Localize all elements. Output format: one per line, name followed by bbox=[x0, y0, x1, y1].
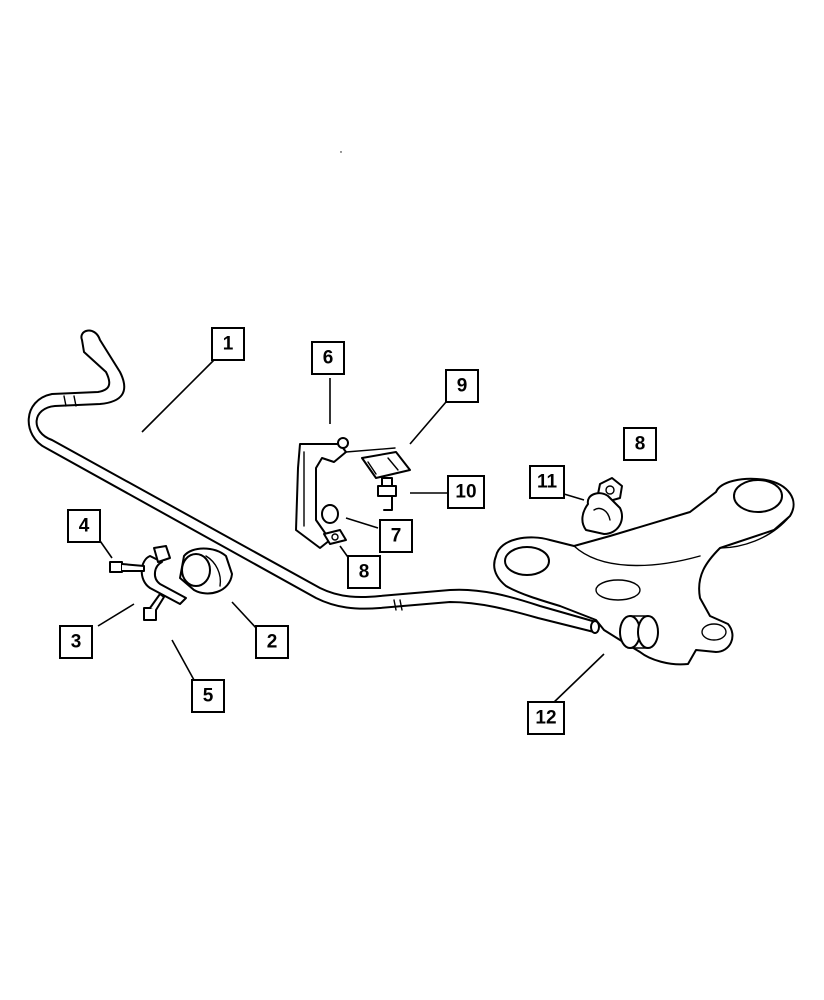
svg-text:6: 6 bbox=[323, 348, 334, 369]
lower-control-arm bbox=[493, 477, 795, 666]
svg-text:8: 8 bbox=[359, 562, 370, 583]
bolt-5 bbox=[143, 593, 165, 621]
link-bracket bbox=[295, 437, 396, 549]
svg-text:9: 9 bbox=[457, 376, 468, 397]
callout-12: 12 bbox=[527, 701, 565, 735]
speck bbox=[340, 151, 342, 153]
svg-text:10: 10 bbox=[455, 482, 476, 503]
callout-3: 3 bbox=[59, 625, 93, 659]
arm-bushing bbox=[619, 615, 659, 649]
link-retainer-11 bbox=[581, 492, 623, 535]
svg-text:1: 1 bbox=[223, 334, 234, 355]
callout-1: 1 bbox=[211, 327, 245, 361]
svg-text:7: 7 bbox=[391, 526, 402, 547]
callout-9: 9 bbox=[445, 369, 479, 403]
callout-8b: 8 bbox=[623, 427, 657, 461]
leader-1 bbox=[141, 359, 215, 433]
nut-7 bbox=[321, 504, 339, 524]
svg-text:2: 2 bbox=[267, 632, 278, 653]
leader-12 bbox=[549, 653, 605, 707]
svg-text:3: 3 bbox=[71, 632, 82, 653]
bolt-10 bbox=[377, 477, 397, 511]
svg-text:12: 12 bbox=[535, 708, 556, 729]
leader-2 bbox=[231, 601, 259, 631]
retainer-9 bbox=[361, 451, 411, 479]
callout-4: 4 bbox=[67, 509, 101, 543]
svg-text:8: 8 bbox=[635, 434, 646, 455]
callout-2: 2 bbox=[255, 625, 289, 659]
callout-7: 7 bbox=[379, 519, 413, 553]
leader-9 bbox=[409, 401, 447, 445]
callout-6: 6 bbox=[311, 341, 345, 375]
svg-text:4: 4 bbox=[79, 516, 90, 537]
leader-lines bbox=[97, 151, 605, 707]
leader-5 bbox=[171, 639, 195, 681]
bolt-4 bbox=[109, 561, 145, 573]
stabilizer-bar bbox=[27, 329, 600, 634]
callout-8a: 8 bbox=[347, 555, 381, 589]
bar-retainer-bracket bbox=[140, 545, 187, 605]
svg-text:11: 11 bbox=[537, 472, 558, 493]
callout-5: 5 bbox=[191, 679, 225, 713]
callout-10: 10 bbox=[447, 475, 485, 509]
leader-11 bbox=[563, 493, 585, 501]
washer-8a bbox=[323, 529, 347, 545]
callout-11: 11 bbox=[529, 465, 565, 499]
leader-7 bbox=[345, 517, 379, 529]
svg-text:5: 5 bbox=[203, 686, 214, 707]
bar-bushing bbox=[179, 547, 233, 595]
leader-3 bbox=[97, 603, 135, 627]
